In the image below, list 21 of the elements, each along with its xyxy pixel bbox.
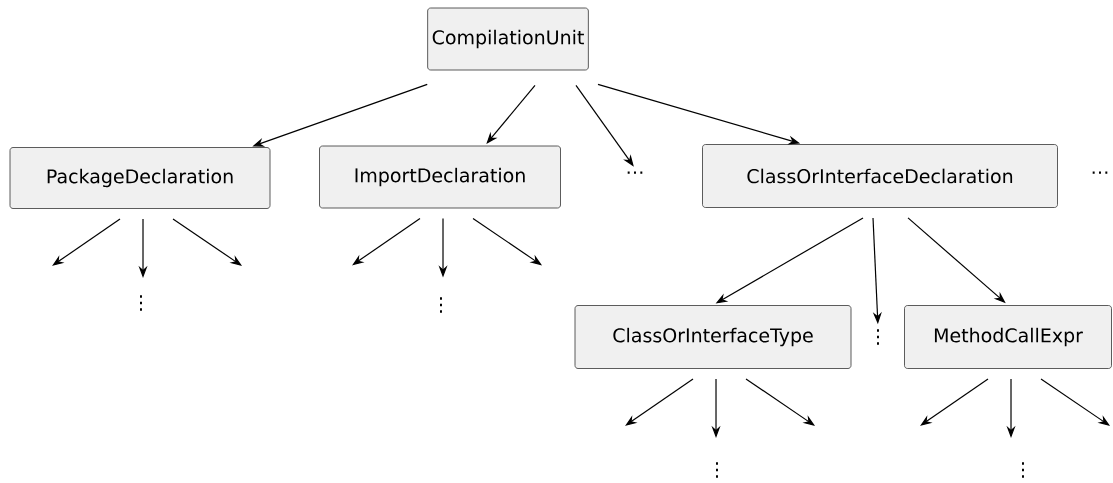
- arrow: [52, 218, 121, 266]
- arrow: [172, 218, 242, 266]
- tree-node-box: PackageDeclaration: [9, 147, 271, 209]
- arrow: [745, 378, 815, 426]
- ellipsis: ⋮: [1022, 462, 1024, 478]
- arrow: [625, 378, 694, 426]
- ellipsis: ⋯: [1092, 171, 1108, 174]
- ellipsis: ⋯: [627, 171, 643, 174]
- arrow: [920, 378, 989, 426]
- tree-node-box: ImportDeclaration: [319, 145, 561, 209]
- ellipsis: ⋮: [140, 295, 142, 311]
- arrow: [472, 217, 542, 266]
- arrow: [352, 217, 421, 266]
- ellipsis: ⋮: [877, 329, 879, 345]
- tree-node-box: MethodCallExpr: [904, 305, 1112, 369]
- tree-node-box: CompilationUnit: [427, 7, 589, 71]
- arrow: [1040, 378, 1110, 426]
- tree-node-box: ClassOrInterfaceType: [574, 305, 852, 369]
- tree-node-box: ClassOrInterfaceDeclaration: [702, 144, 1058, 208]
- ellipsis: ⋮: [440, 297, 442, 313]
- ellipsis: ⋮: [716, 462, 718, 478]
